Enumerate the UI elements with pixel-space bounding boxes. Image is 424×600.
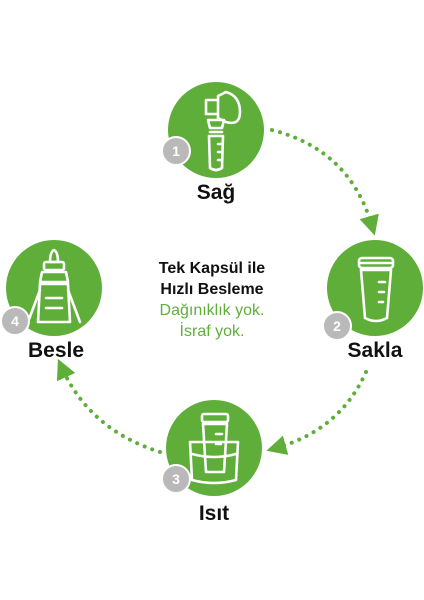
warming-cup-icon: [188, 412, 240, 485]
step-4-label: Besle: [27, 339, 85, 362]
step-3-circle: [166, 400, 262, 496]
step-3-badge: 3: [161, 464, 191, 494]
step-1-badge: 1: [161, 136, 191, 166]
storage-capsule-icon: [357, 256, 395, 323]
step-4-badge: 4: [0, 306, 30, 336]
arrow-sakla-to-isit: [266, 370, 368, 455]
caption-line-3: Dağınıklık yok.: [159, 302, 265, 319]
center-caption: Tek Kapsül ile Hızlı Besleme Dağınıklık …: [112, 258, 312, 342]
caption-line-2: Hızlı Besleme: [160, 281, 264, 298]
arrow-sag-to-sakla: [270, 128, 379, 236]
caption-line-4: İsraf yok.: [179, 323, 245, 340]
feeding-bottle-icon: [26, 248, 82, 324]
caption-line-1: Tek Kapsül ile: [158, 260, 266, 277]
step-3-label: Isıt: [198, 502, 230, 525]
step-2-badge: 2: [322, 311, 352, 341]
breast-pump-icon: [204, 90, 242, 172]
step-1-label: Sağ: [196, 181, 236, 204]
step-4-circle: [6, 240, 102, 336]
step-2-label: Sakla: [347, 339, 403, 362]
arrow-isit-to-besle: [57, 358, 162, 454]
